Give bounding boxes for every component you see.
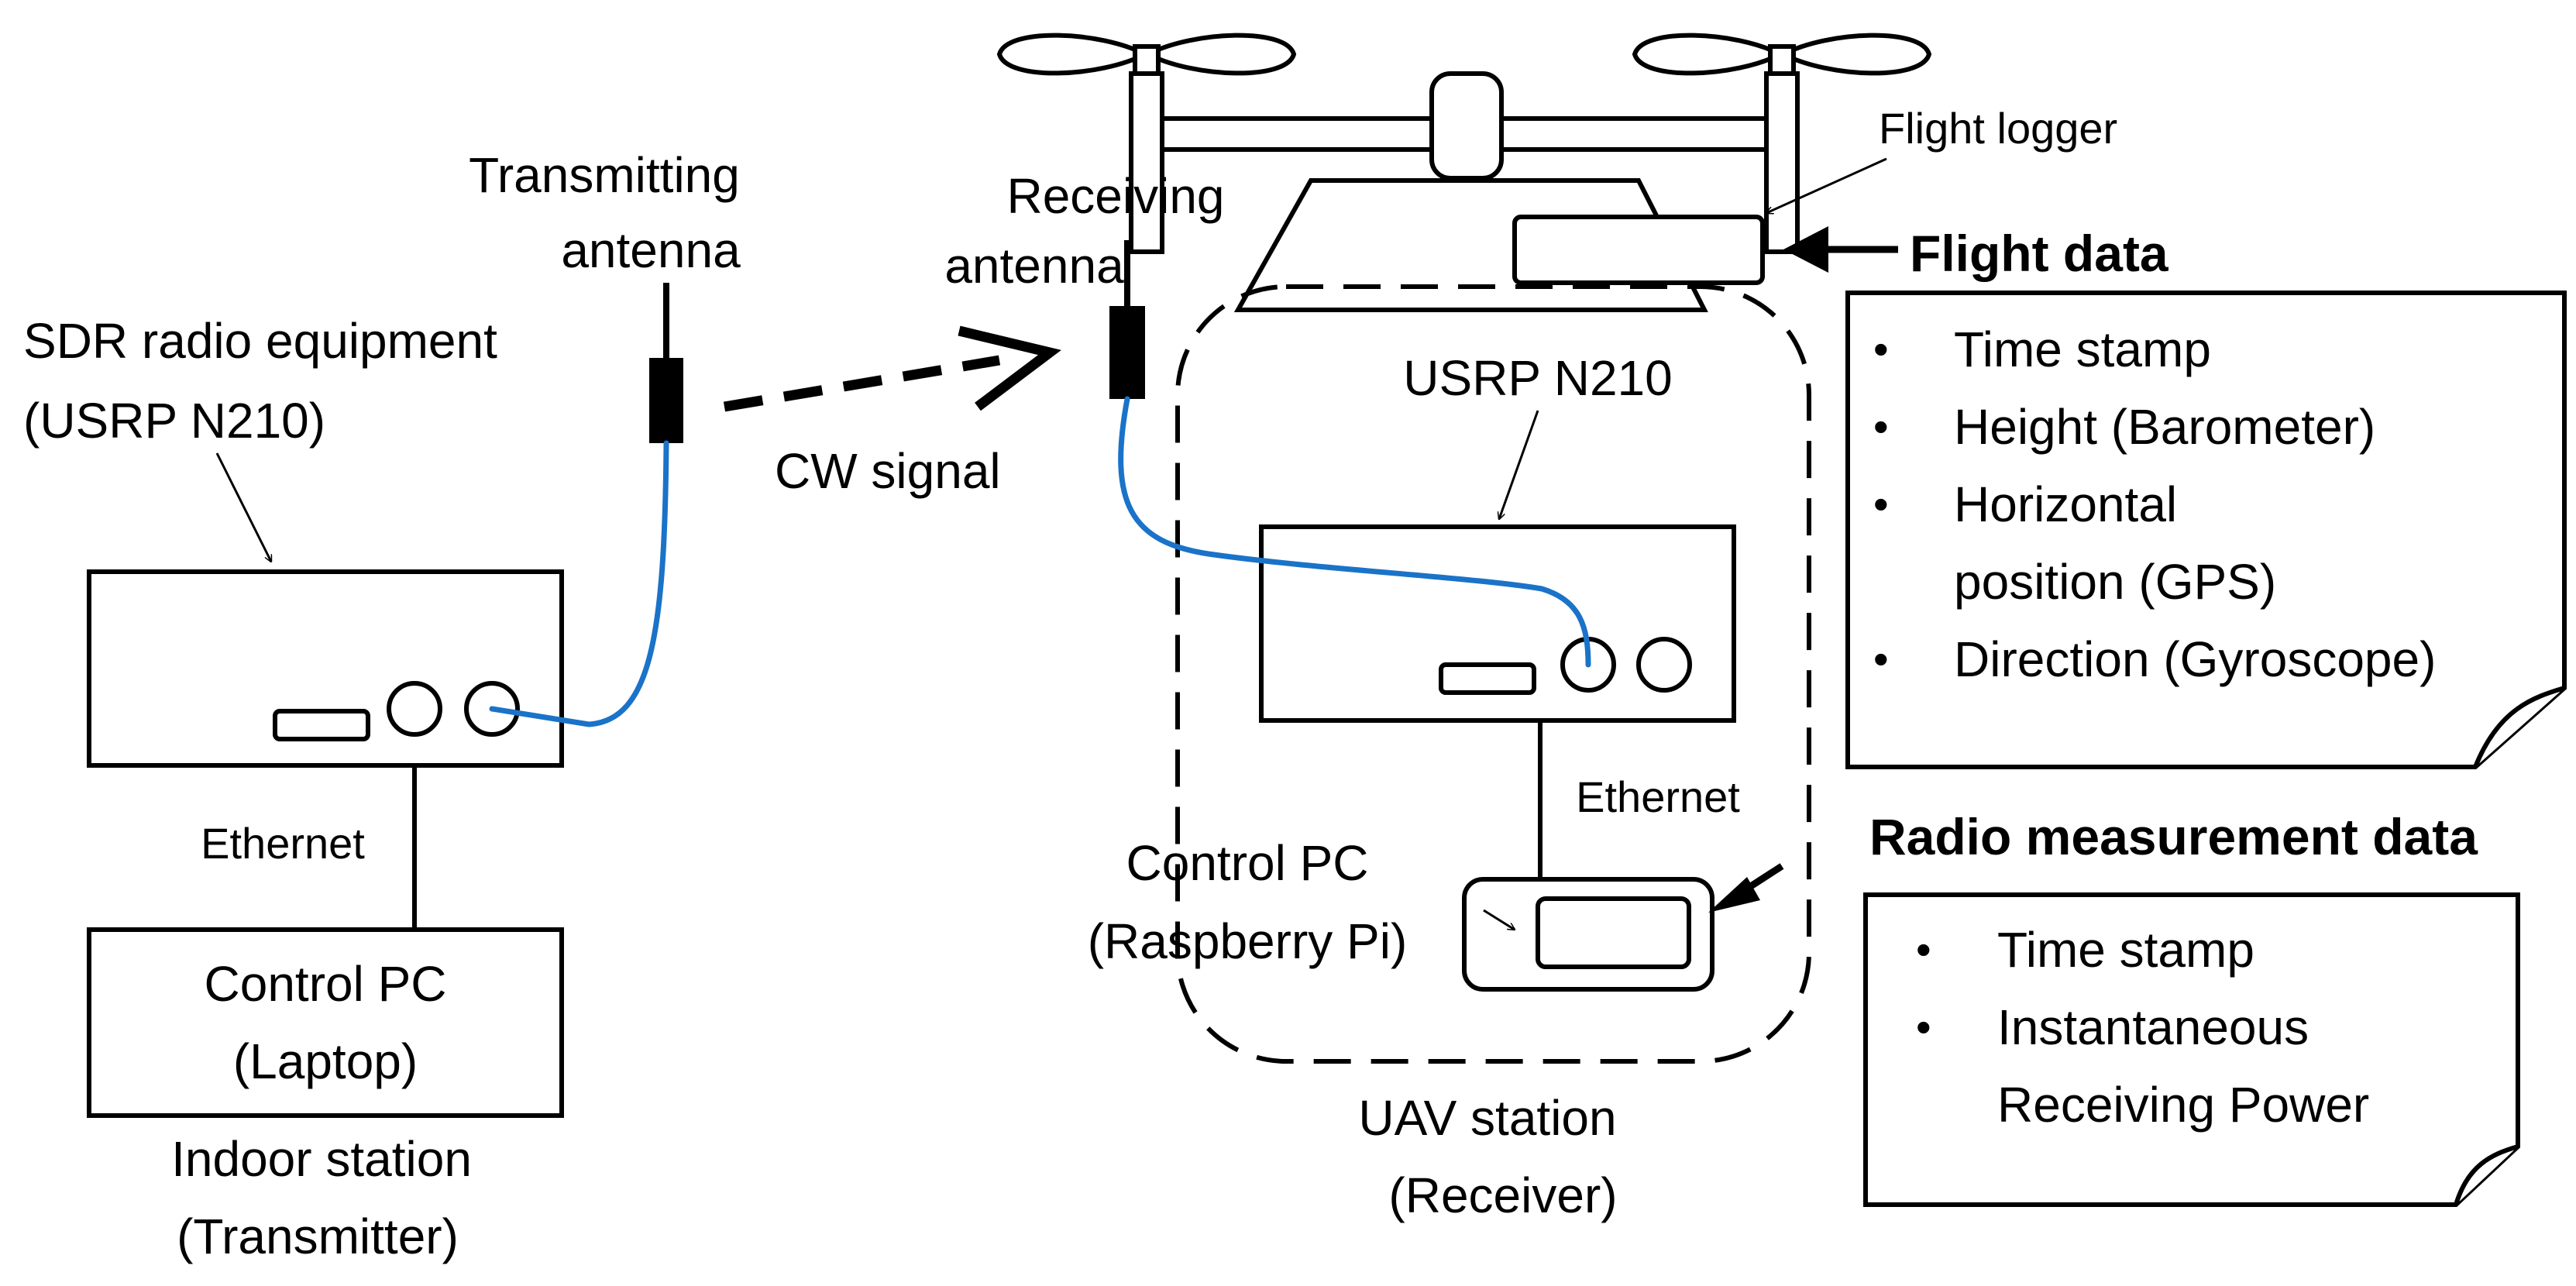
radio-data-note: Radio measurement data • • Time stamp In… [1708,808,2520,1207]
radio-data-card-curl [2454,1144,2519,1205]
sdr-label-line1: SDR radio equipment [23,313,497,369]
flight-logger-box [1512,215,1765,285]
rx-antenna-label-line1: Receiving [1006,168,1224,224]
raspberry-pi-label-line1: Control PC [1126,835,1369,891]
flight-data-item-height: Height (Barometer) [1954,399,2375,455]
uav-station-enclosure [1175,284,1811,1064]
rx-coax-cable [1118,396,1591,668]
right-motor-arm [1764,71,1800,254]
tx-antenna-body [649,358,683,443]
raspberry-pi-label-line2: (Raspberry Pi) [1088,913,1408,969]
flight-data-bullet-2: • [1873,402,1889,451]
flight-data-bullet-1: • [1873,325,1889,373]
rx-antenna-label-line2: antenna [944,238,1124,294]
flight-data-bullet-4: • [1873,634,1889,683]
cw-signal-arrow-shaft [723,355,1001,412]
uav-usrp-port-circle-2 [1636,637,1692,693]
sdr-port-slot [273,709,370,741]
cw-signal-arrow-head [958,325,1061,411]
tx-antenna-label-line2: antenna [561,222,741,278]
left-propeller-blade-b [1143,33,1297,76]
uav-station: Receiving antenna USRP N210 Ethernet Con… [944,168,1811,1223]
flight-data-bullet-3: • [1873,480,1889,528]
sdr-pointer-arrow [215,452,273,562]
laptop-label-line2: (Laptop) [233,1033,418,1089]
right-propeller-blade-a [1632,33,1786,76]
cw-signal-label: CW signal [775,443,1001,499]
indoor-ethernet-label: Ethernet [201,819,365,868]
indoor-station-label-line2: (Transmitter) [177,1209,459,1264]
indoor-station-label-line1: Indoor station [171,1131,472,1187]
flight-data-title: Flight data [1910,225,2169,282]
left-rotor-hub [1133,44,1161,76]
sdr-port-circle-1 [387,681,442,737]
right-propeller-blade-b [1778,33,1932,76]
control-pc-laptop-box [87,927,564,1118]
flight-data-item-position: position (GPS) [1954,554,2276,610]
sdr-label-line2: (USRP N210) [23,393,325,449]
indoor-station: SDR radio equipment (USRP N210) Transmit… [23,147,741,1264]
tx-antenna-label-line1: Transmitting [469,147,740,203]
radio-data-bullet-2: • [1916,1002,1931,1051]
flight-logger-label: Flight logger [1879,104,2117,153]
flight-data-card-curl [2473,686,2565,769]
uav-ethernet-label: Ethernet [1576,772,1740,821]
radio-data-title: Radio measurement data [1869,808,2478,865]
radio-data-item-time-stamp: Time stamp [1997,922,2254,978]
uav-usrp-port-slot [1439,662,1536,695]
flight-data-item-direction: Direction (Gyroscope) [1954,631,2436,687]
uav-station-label-line2: (Receiver) [1388,1167,1617,1223]
radio-data-item-receiving-power: Receiving Power [1997,1077,2369,1133]
uav-usrp-pointer [1499,410,1539,519]
radio-data-arrow-head [1708,877,1760,913]
raspberry-pi-screen [1536,896,1691,969]
uav-station-label-line1: UAV station [1358,1090,1616,1146]
flight-data-note: Flight data • • • • Time stamp Height (B… [1783,225,2567,769]
uav-drone: Flight logger [996,33,2117,312]
laptop-label-line1: Control PC [205,956,447,1012]
radio-data-item-instantaneous: Instantaneous [1997,999,2309,1055]
uav-usrp-label: USRP N210 [1403,350,1672,406]
tx-coax-cable [489,440,669,727]
flight-data-arrow-head [1783,226,1828,273]
flight-data-item-horizontal: Horizontal [1954,476,2177,532]
cw-signal-link: CW signal [723,325,1061,499]
left-motor-arm [1129,71,1164,254]
rx-antenna-body [1109,306,1145,399]
flight-data-item-time-stamp: Time stamp [1954,322,2211,377]
raspberry-pi-pointer [1483,909,1515,930]
drone-mast [1429,71,1504,181]
flight-logger-pointer [1766,157,1887,213]
radio-data-bullet-1: • [1916,925,1931,974]
left-propeller-blade-a [996,33,1150,76]
right-rotor-hub [1768,44,1796,76]
